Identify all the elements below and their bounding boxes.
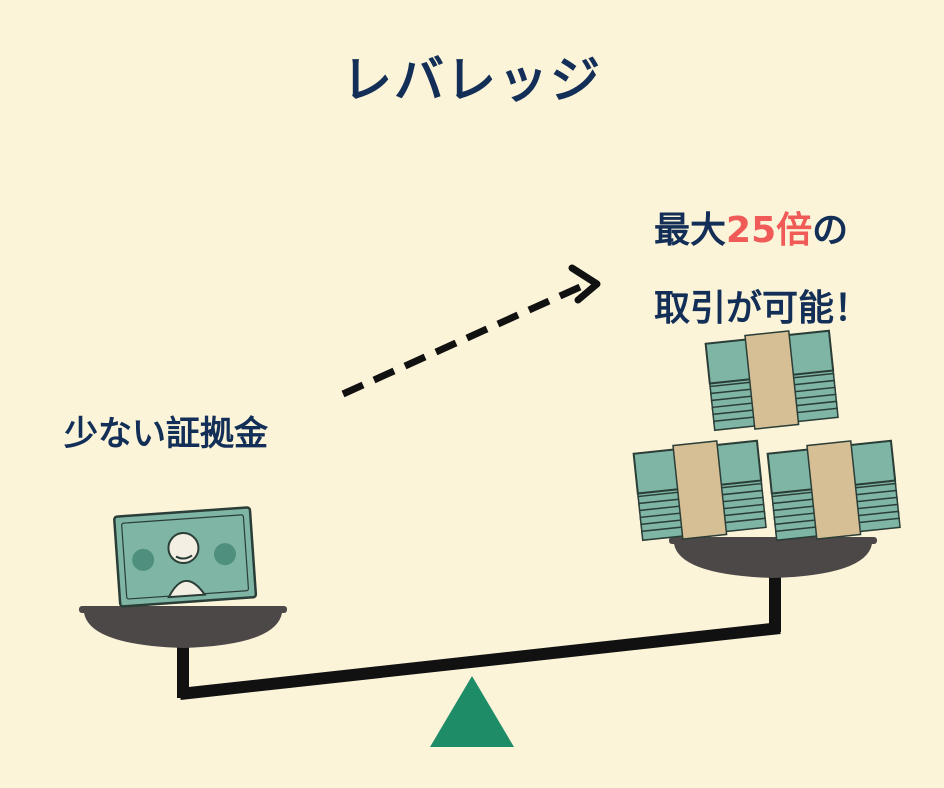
- leverage-prefix: 最大: [654, 210, 727, 251]
- left-pan: [79, 606, 287, 648]
- money-stack-icon: [632, 439, 767, 542]
- leverage-line-1: 最大25倍の: [654, 192, 870, 270]
- leverage-highlight: 25倍: [726, 210, 813, 251]
- money-stack-icon: [704, 329, 839, 432]
- right-pan: [669, 537, 877, 578]
- diagram-title: レバレッジ: [342, 51, 602, 109]
- seesaw-beam: [177, 572, 781, 700]
- banknote-icon: [113, 506, 258, 608]
- money-stacks: [632, 329, 901, 542]
- fulcrum-icon: [430, 676, 514, 747]
- money-stack-icon: [766, 439, 901, 542]
- leverage-suffix: の: [812, 210, 849, 251]
- leverage-label: 最大25倍の 取引が可能！: [654, 192, 870, 348]
- small-margin-label: 少ない証拠金: [64, 414, 268, 454]
- leverage-line-2: 取引が可能！: [654, 288, 871, 329]
- dashed-arrow-icon: [341, 264, 601, 398]
